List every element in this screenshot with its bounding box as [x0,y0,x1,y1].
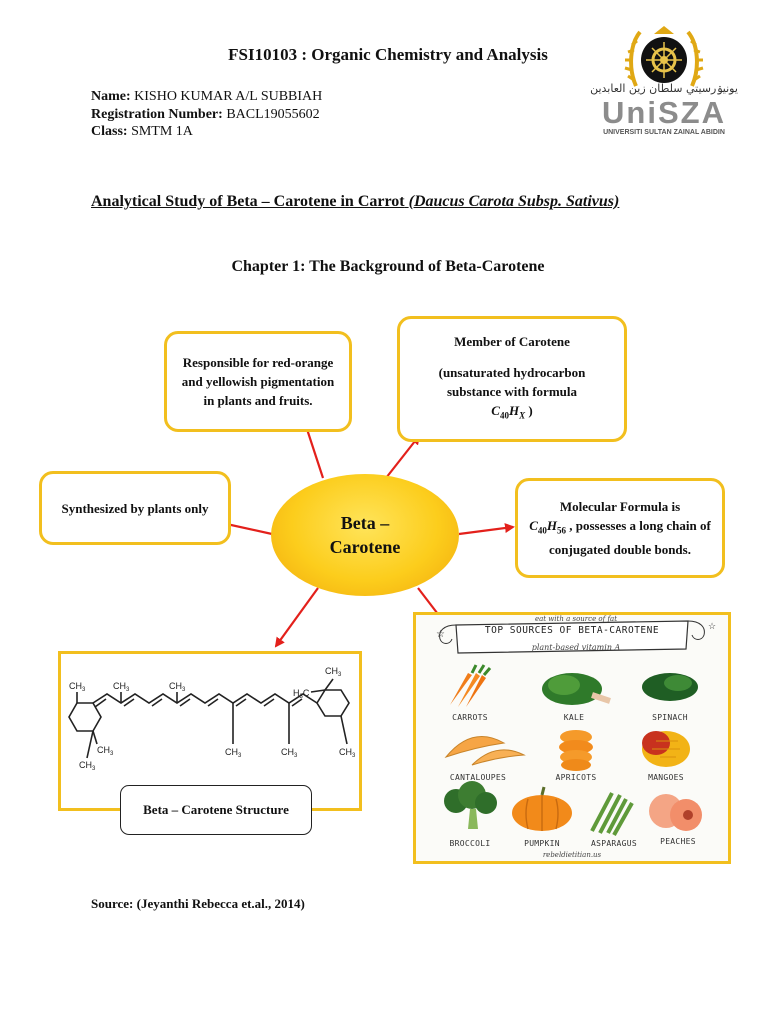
source-citation: Source: (Jeyanthi Rebecca et.al., 2014) [91,896,305,911]
structure-label-text: Beta – Carotene Structure [143,802,289,817]
logo-subtitle: UNIVERSITI SULTAN ZAINAL ABIDIN [603,129,725,136]
methyl-label: CH3 [97,745,114,757]
peaches-icon [649,794,702,831]
food-label: PUMPKIN [524,839,560,848]
banner-main-text: TOP SOURCES OF BETA-CAROTENE [484,625,660,636]
methyl-label: CH3 [69,681,86,693]
carrots-icon [450,664,492,707]
member-description: (unsaturated hydrocarbon substance with … [438,365,586,400]
food-label: APRICOTS [555,773,597,782]
food-label: CARROTS [452,713,488,722]
name-label: Name: [91,89,131,104]
molecular-c-sub: 40 [537,525,547,536]
crest-icon [624,26,704,87]
apricots-icon [559,730,593,771]
methyl-label: CH3 [113,681,130,693]
class-value: SMTM 1A [131,124,193,139]
class-label: Class: [91,124,128,139]
molecular-rest: , possesses a long chain of conjugated d… [549,517,711,558]
food-label: KALE [563,713,585,722]
study-title: Analytical Study of Beta – Carotene in C… [91,193,619,211]
food-label: MANGOES [648,773,684,782]
molecular-formula: C40H56 , possesses a long chain of conju… [528,516,712,560]
molecular-h: H [546,517,557,533]
methyl-label: CH3 [325,666,342,678]
molecular-c: C [529,517,538,533]
top-sources-infographic: ☆ ☆ [413,612,731,864]
methyl-label: CH3 [339,747,356,759]
methyl-label: CH3 [281,747,298,759]
logo-arabic-text: يونيۏرسيتي سلطان زين العابدين [590,82,738,95]
member-formula: C40HX ) [491,401,532,426]
name-value: KISHO KUMAR A/L SUBBIAH [134,89,323,104]
kale-icon [542,673,611,705]
member-title: Member of Carotene [454,334,570,350]
methyl-label: CH3 [225,747,242,759]
cantaloupes-icon [444,736,526,766]
arrow-to-member [385,434,421,479]
hub-line-1: Beta – [340,513,390,533]
chapter-title: Chapter 1: The Background of Beta-Carote… [231,258,545,275]
logo-text: UniSZA [602,95,726,130]
hub-line-2: Carotene [329,537,401,557]
banner-top-text: eat with a source of fat [534,615,618,623]
formula-c-sub: 40 [499,410,509,421]
registration-value: BACL19055602 [226,107,320,122]
star-icon: ☆ [436,629,445,640]
arrow-to-molecular [458,523,515,536]
molecular-formula-box: Molecular Formula is C40H56 , possesses … [515,478,725,578]
formula-c: C [491,403,500,419]
food-label: CANTALOUPES [449,773,507,782]
food-label: ASPARAGUS [590,839,638,848]
mangoes-icon [642,731,690,767]
star-icon: ☆ [708,621,716,631]
pigmentation-box: Responsible for red-orange and yellowish… [164,331,352,432]
structure-label: Beta – Carotene Structure [120,785,312,835]
infographic-art: ☆ ☆ [436,620,716,836]
molecular-h-sub: 56 [556,525,566,536]
formula-h-sub: X [519,410,526,421]
beta-carotene-hub: Beta – Carotene [271,474,459,596]
registration-line: Registration Number: BACL19055602 [91,107,320,123]
class-line: Class: SMTM 1A [91,124,193,140]
banner-sub-text: plant-based vitamin A [531,643,621,652]
food-label: SPINACH [652,713,688,722]
pigmentation-text: Responsible for red-orange and yellowish… [181,355,335,408]
structure-box: CH3 CH3 CH3 CH3 CH3 CH3 CH3 CH3 H3C CH3 [58,651,362,811]
course-title: FSI10103 : Organic Chemistry and Analysi… [228,45,548,64]
broccoli-icon [444,781,497,829]
university-logo: يونيۏرسيتي سلطان زين العابدين UniSZA UNI… [584,22,744,140]
formula-close: ) [528,403,533,419]
study-species: (Daucus Carota Subsp. Sativus) [408,193,620,210]
food-label: BROCCOLI [449,839,491,848]
infographic-footer: rebeldietitian.us [542,851,602,859]
study-title-main: Analytical Study of Beta – Carotene in C… [91,193,405,210]
synthesized-box: Synthesized by plants only [39,471,231,545]
spinach-icon [642,673,698,701]
pumpkin-icon [512,786,572,831]
formula-h: H [508,403,520,419]
member-carotene-box: Member of Carotene (unsaturated hydrocar… [397,316,627,442]
methyl-label: CH3 [169,681,186,693]
asparagus-icon [590,792,634,836]
synthesized-text: Synthesized by plants only [61,500,209,516]
arrow-to-structure [274,587,319,648]
methyl-label: CH3 [79,760,96,772]
registration-label: Registration Number: [91,107,223,122]
methyl-label: H3C [293,688,310,700]
name-line: Name: KISHO KUMAR A/L SUBBIAH [91,89,322,105]
food-label: PEACHES [660,837,696,846]
molecular-prefix: Molecular Formula is [559,498,681,514]
beta-carotene-structure-diagram: CH3 CH3 CH3 CH3 CH3 CH3 CH3 CH3 H3C CH3 [68,666,356,772]
